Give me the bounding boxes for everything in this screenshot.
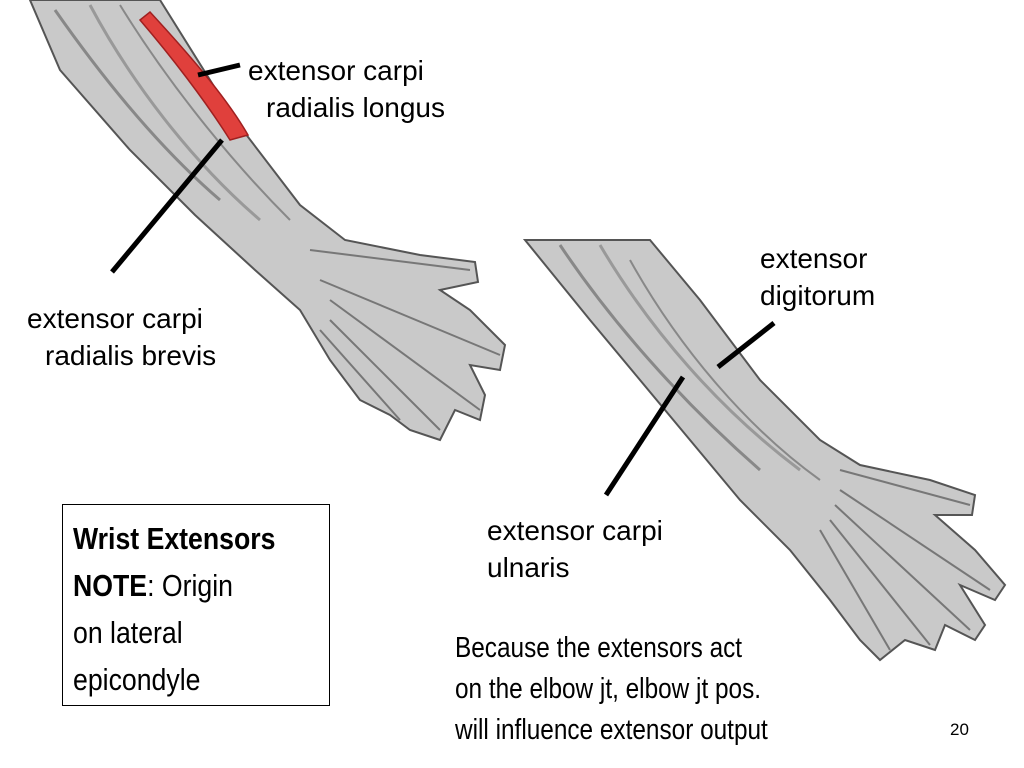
label-ecu-line1: extensor carpi	[487, 515, 663, 546]
label-ecrb-line2: radialis brevis	[45, 340, 217, 371]
right-forearm-drawing	[522, 239, 1007, 662]
caption: Because the extensors act on the elbow j…	[455, 628, 827, 751]
label-ed: extensor digitorum	[760, 240, 875, 314]
note-title: Wrist Extensors	[73, 521, 276, 556]
note-line2: NOTE: Origin	[73, 562, 293, 609]
label-ecrb: extensor carpi radialis brevis	[27, 300, 216, 374]
note-line3: on lateral	[73, 615, 183, 650]
ed-pointer	[716, 321, 776, 369]
ecrl-highlight	[138, 10, 250, 141]
caption-line2: on the elbow jt, elbow jt pos.	[455, 673, 762, 705]
ecu-pointer	[603, 375, 686, 497]
note-line4: epicondyle	[73, 662, 201, 697]
ecrl-pointer	[197, 62, 241, 78]
label-ecrb-line1: extensor carpi	[27, 303, 203, 334]
label-ecrl: extensor carpi radialis longus	[248, 52, 445, 126]
label-ed-line1: extensor	[760, 243, 868, 274]
label-ed-line2: digitorum	[760, 280, 876, 311]
note-word: NOTE	[73, 568, 148, 603]
label-ecu: extensor carpi ulnaris	[487, 512, 663, 586]
caption-line3: will influence extensor output	[455, 714, 768, 746]
note-box: Wrist Extensors NOTE: Origin on lateral …	[62, 504, 330, 706]
caption-line1: Because the extensors act	[455, 632, 743, 664]
note-rest: : Origin	[147, 568, 234, 603]
label-ecrl-line2: radialis longus	[266, 92, 445, 123]
left-forearm-drawing	[28, 0, 507, 442]
label-ecu-line2: ulnaris	[487, 552, 570, 583]
label-ecrl-line1: extensor carpi	[248, 55, 424, 86]
ecrb-pointer	[110, 138, 224, 274]
page-number: 20	[950, 720, 969, 739]
